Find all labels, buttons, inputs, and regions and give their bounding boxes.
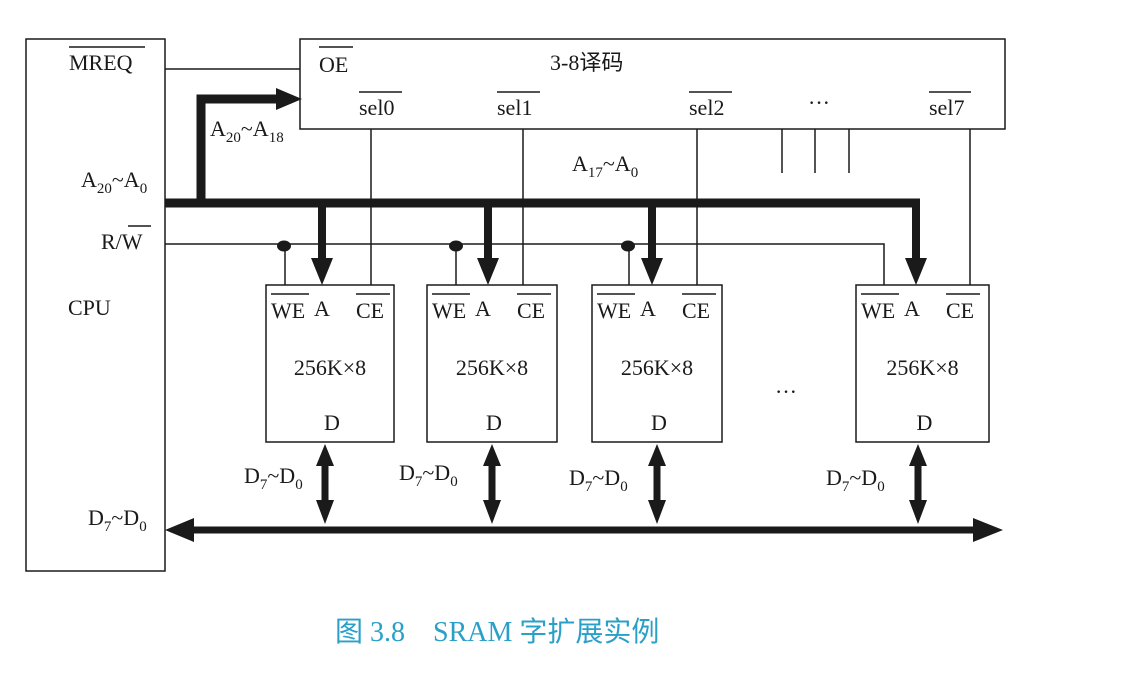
decoder-title: 3-8译码 [550, 50, 623, 75]
decoder-output-ellipsis: ··· [808, 90, 830, 115]
chip-data-label: D7~D0 [244, 463, 303, 493]
svg-text:R/W: R/W [101, 229, 143, 254]
decoder-oe-label: OE [319, 46, 353, 77]
cpu-box [25, 38, 166, 572]
chip-data-down-arrowhead [909, 500, 927, 524]
chip-capacity: 256K×8 [456, 355, 528, 380]
cpu-address-label: A20~A0 [81, 167, 147, 197]
cpu-label: CPU [68, 295, 111, 320]
svg-text:sel2: sel2 [689, 95, 724, 120]
svg-text:OE: OE [319, 52, 348, 77]
chip-data-down-arrowhead [316, 500, 334, 524]
chip-a-pin: A [904, 296, 920, 321]
cpu-data-label: D7~D0 [88, 505, 147, 535]
decoder-output-sel7: sel7 [929, 91, 971, 120]
svg-text:sel0: sel0 [359, 95, 394, 120]
chip-select-lines [370, 129, 971, 285]
chip-data-label: D7~D0 [569, 465, 628, 495]
chip-capacity: 256K×8 [621, 355, 693, 380]
chip-data-down-arrowhead [648, 500, 666, 524]
chip-we-pin: WE [271, 298, 305, 323]
decoder-input-label: A20~A18 [210, 116, 284, 146]
chip-d-pin: D [324, 410, 340, 435]
svg-text:sel7: sel7 [929, 95, 964, 120]
chip-ce-pin: CE [946, 298, 974, 323]
mreq-label: MREQ [69, 46, 145, 75]
memory-chip: WE A CE 256K×8D D7~D0 [399, 284, 558, 524]
chip-data-label: D7~D0 [826, 465, 885, 495]
decoder-output-sel0: sel0 [359, 91, 402, 120]
decoder-input-bus [196, 94, 279, 203]
decoder-box [299, 38, 1006, 130]
rw-line [165, 243, 885, 285]
decoder-input-arrowhead [276, 88, 302, 110]
memory-chip: WE A CE 256K×8D D7~D0 [244, 284, 395, 524]
data-bus-left-arrowhead [165, 518, 194, 542]
chips-ellipsis: ··· [775, 379, 797, 404]
chip-a-pin: A [314, 296, 330, 321]
chip-d-pin: D [486, 410, 502, 435]
decoder-output-sel2: sel2 [689, 91, 732, 120]
memory-chips: WE A CE 256K×8D D7~D0 WE A CE 256K×8D D7~D0 WE A CE 2… [244, 284, 990, 524]
chip-data-label: D7~D0 [399, 460, 458, 490]
chip-data-up-arrowhead [909, 444, 927, 466]
chip-we-pin: WE [597, 298, 631, 323]
memory-chip: WE A CE 256K×8D D7~D0 [826, 284, 990, 524]
chip-a-pin: A [475, 296, 491, 321]
chip-a-pin: A [640, 296, 656, 321]
chip-capacity: 256K×8 [886, 355, 958, 380]
address-drops [311, 203, 927, 285]
svg-text:sel1: sel1 [497, 95, 532, 120]
chip-data-up-arrowhead [483, 444, 501, 466]
data-bus-right-arrowhead [973, 518, 1003, 542]
chip-ce-pin: CE [517, 298, 545, 323]
chip-capacity: 256K×8 [294, 355, 366, 380]
memory-chip: WE A CE 256K×8D D7~D0 [569, 284, 723, 524]
chip-data-up-arrowhead [316, 444, 334, 466]
chip-we-pin: WE [861, 298, 895, 323]
chip-we-pin: WE [432, 298, 466, 323]
rw-label: R/W [101, 225, 151, 254]
chip-ce-pin: CE [682, 298, 710, 323]
chip-data-up-arrowhead [648, 444, 666, 466]
svg-text:MREQ: MREQ [69, 50, 133, 75]
figure-caption: 图 3.8 SRAM 字扩展实例 [335, 616, 659, 648]
decoder-output-sel1: sel1 [497, 91, 540, 120]
chip-ce-pin: CE [356, 298, 384, 323]
chip-d-pin: D [917, 410, 933, 435]
address-bus-label: A17~A0 [572, 151, 638, 181]
rw-junction-dots [277, 240, 635, 252]
chip-d-pin: D [651, 410, 667, 435]
chip-data-down-arrowhead [483, 500, 501, 524]
